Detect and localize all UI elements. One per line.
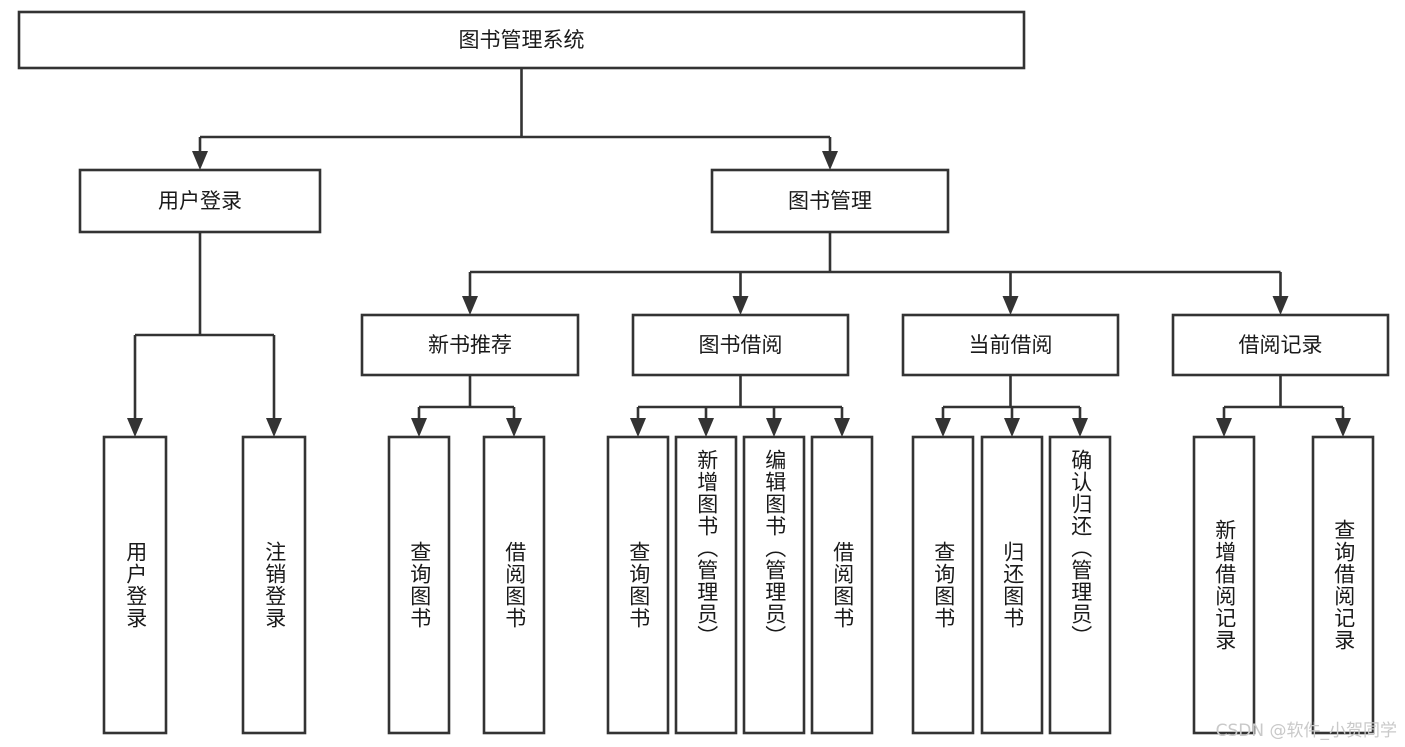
node-leaf-query-book-borrow[interactable] [606,435,670,735]
node-label-borrow-record: 借阅记录 [1239,333,1323,357]
userlogin-arrow-0 [127,418,143,437]
boxes-layer [17,10,1390,735]
node-leaf-add-book-admin[interactable] [674,435,738,735]
root-arrow-1 [822,151,838,170]
node-leaf-user-login[interactable] [102,435,168,735]
node-leaf-borrow-book[interactable] [810,435,874,735]
node-label-root: 图书管理系统 [459,28,585,52]
node-leaf-query-book-rec[interactable] [387,435,451,735]
node-label-user-login: 用户登录 [158,189,242,213]
l2-borrow-record-arrow-1 [1335,418,1351,437]
bookmgmt-arrow-1 [732,296,749,315]
bookmgmt-arrow-2 [1002,296,1019,315]
node-leaf-return-book[interactable] [980,435,1044,735]
node-label-book-management: 图书管理 [788,189,872,213]
node-borrow-record[interactable] [1171,313,1390,377]
userlogin-arrow-1 [266,418,282,437]
node-leaf-logout[interactable] [241,435,307,735]
connectors-layer [127,68,1351,437]
root-arrow-0 [192,151,208,170]
node-leaf-edit-book-admin[interactable] [742,435,806,735]
l2-book-borrow-arrow-1 [698,418,714,437]
node-leaf-add-borrow-record[interactable] [1192,435,1256,735]
l2-new-book-recommend-arrow-0 [411,418,427,437]
node-book-borrow[interactable] [631,313,850,377]
node-leaf-query-book-current[interactable] [911,435,975,735]
node-label-current-borrow: 当前借阅 [969,333,1053,357]
l2-new-book-recommend-arrow-1 [506,418,522,437]
l2-book-borrow-arrow-0 [630,418,646,437]
node-label-new-book-recommend: 新书推荐 [428,333,512,357]
bookmgmt-arrow-0 [462,296,478,315]
node-leaf-query-borrow-record[interactable] [1311,435,1375,735]
l2-current-borrow-arrow-2 [1072,418,1088,437]
l2-book-borrow-arrow-3 [834,418,850,437]
node-user-login[interactable] [78,168,322,234]
node-book-management[interactable] [710,168,950,234]
bookmgmt-arrow-3 [1272,296,1289,315]
l2-book-borrow-arrow-2 [766,418,782,437]
node-new-book-recommend[interactable] [360,313,580,377]
node-leaf-confirm-return-admin[interactable] [1048,435,1112,735]
l2-current-borrow-arrow-0 [935,418,951,437]
node-root[interactable] [17,10,1026,70]
node-current-borrow[interactable] [901,313,1120,377]
node-leaf-borrow-book-rec[interactable] [482,435,546,735]
node-label-book-borrow: 图书借阅 [699,333,783,357]
l2-current-borrow-arrow-1 [1004,418,1020,437]
l2-borrow-record-arrow-0 [1216,418,1232,437]
